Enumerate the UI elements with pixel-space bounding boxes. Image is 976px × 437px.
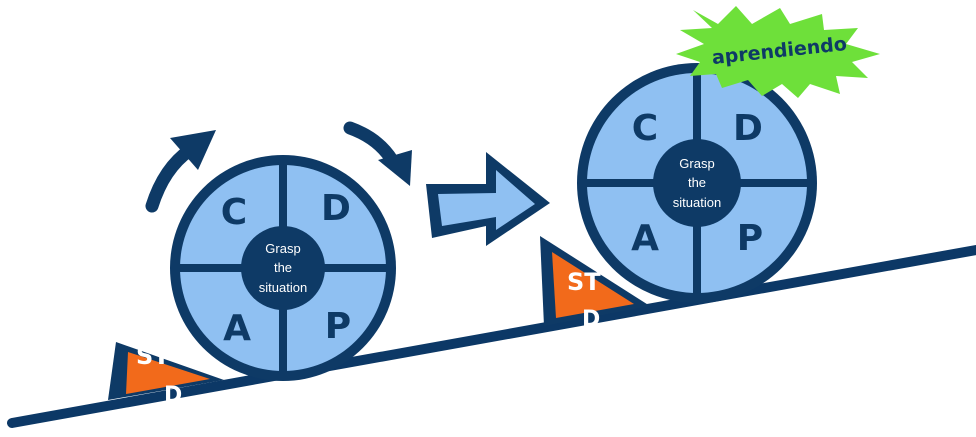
wheel-left-center-line-1: Grasp: [265, 241, 300, 256]
wheel-right: C D A P Grasp the situation: [577, 63, 817, 303]
wedge-right-line-2: D: [582, 307, 600, 332]
wheel-right-letter-p: P: [737, 218, 763, 259]
rotation-arrow-left: [145, 130, 216, 213]
wheel-right-letter-c: C: [632, 108, 658, 149]
wedge-left: ST D: [108, 342, 224, 408]
wheel-left-letter-d: D: [321, 188, 351, 229]
wheel-right-center-line-3: situation: [673, 195, 721, 210]
wedge-left-line-2: D: [164, 383, 182, 408]
wheel-left: C D A P Grasp the situation: [170, 155, 396, 381]
wedge-right: ST D: [540, 236, 650, 332]
wheel-left-center-line-3: situation: [259, 280, 307, 295]
rotation-arrow-right: [343, 121, 412, 186]
wheel-left-center-line-2: the: [274, 260, 292, 275]
burst-shape: [676, 6, 880, 98]
learning-burst: aprendiendo: [676, 6, 880, 98]
wheel-left-letter-a: A: [223, 308, 251, 349]
wedge-right-line-1: ST: [567, 268, 601, 296]
slope-ramp: [7, 245, 976, 428]
progress-arrow: [426, 152, 550, 246]
wheel-right-letter-d: D: [733, 108, 763, 149]
wheel-left-letter-p: P: [325, 306, 351, 347]
wheel-left-letter-c: C: [221, 192, 247, 233]
wheel-right-center-line-2: the: [688, 175, 706, 190]
wheel-right-center-line-1: Grasp: [679, 156, 714, 171]
wheel-right-letter-a: A: [631, 218, 659, 259]
wedge-left-line-1: ST: [136, 342, 170, 370]
